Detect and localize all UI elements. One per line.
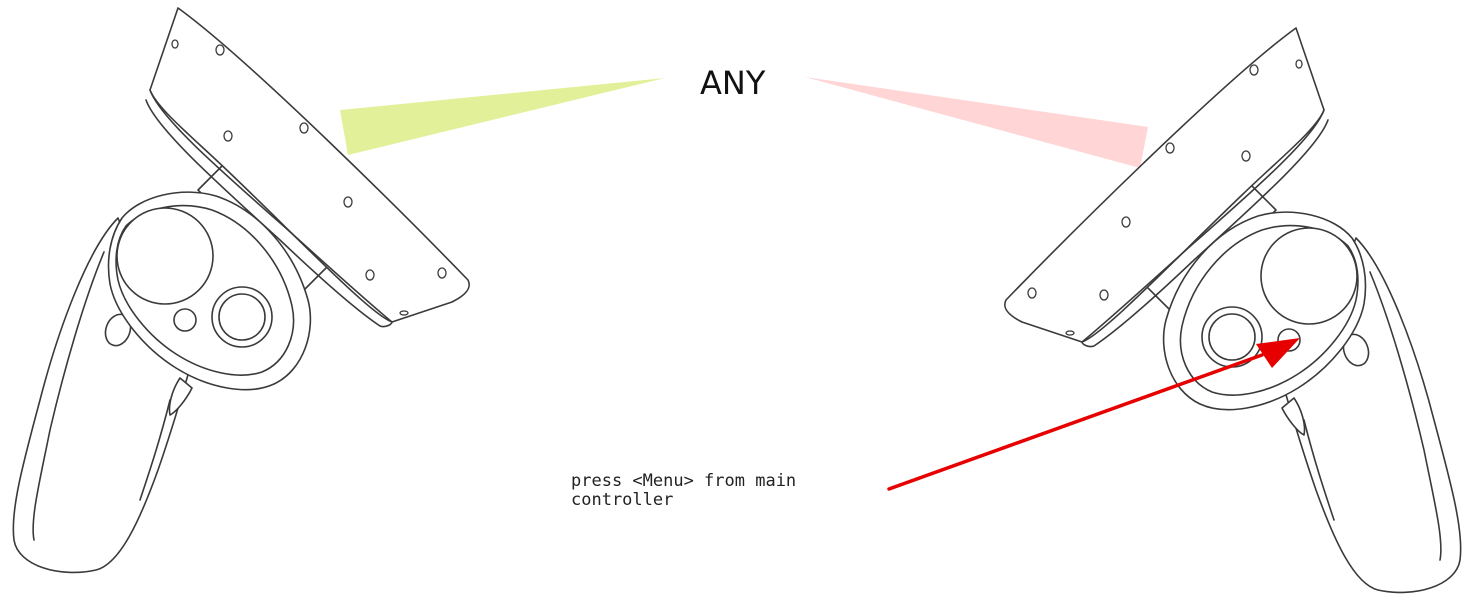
menu-arrow bbox=[887, 338, 1300, 491]
left-beam bbox=[340, 78, 665, 155]
right-beam bbox=[805, 77, 1148, 168]
right-vr-controller-icon bbox=[1003, 27, 1462, 594]
menu-instruction-label: press <Menu> from main controller bbox=[571, 471, 797, 510]
left-vr-controller-icon bbox=[12, 7, 471, 574]
any-label: ANY bbox=[700, 64, 766, 102]
